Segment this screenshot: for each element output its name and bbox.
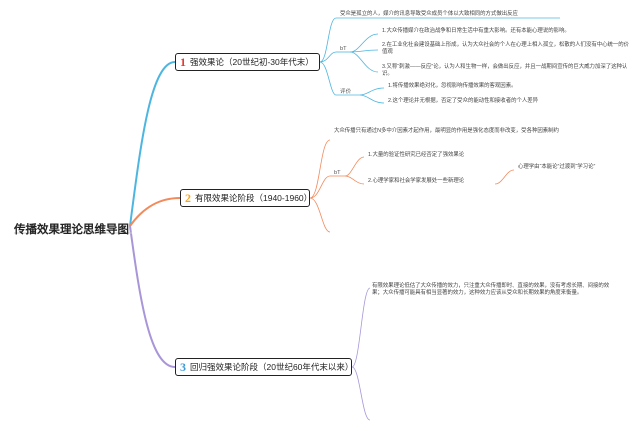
b2-bg-item-2: 2.心理学家和社会学家发展处一些新理论: [368, 178, 465, 184]
connector-b2-bg1: [344, 156, 365, 177]
connector-b2-sub: [494, 169, 515, 185]
b1-bg-item-1: 1.大众传播媒介在政治战争和日常生活中有重大影响。还有本能心理说的影响。: [382, 28, 570, 34]
connector-branch1: [129, 61, 176, 227]
b1-eval-item-1: 1.将传播效果绝对化，忽视影响传播效果的客观因素。: [388, 83, 517, 89]
connector-b2-summary: [309, 139, 331, 199]
b3-summary: 有限效果理论低估了大众传播的效力，只注重大众传播即时、直接的效果，没有考虑长期、…: [372, 283, 610, 297]
connector-b1-bg1: [349, 33, 379, 53]
connector-b1-bg2: [349, 49, 379, 53]
connector-b1-summary: [319, 17, 337, 63]
branch1-number: 1: [180, 54, 186, 69]
branch1-title: 强效果论（20世纪初-30年代末）: [190, 57, 314, 67]
connector-b2-bg2: [344, 175, 365, 185]
connector-b1-eval1: [359, 87, 385, 96]
b2-bg-label: bT: [334, 170, 341, 176]
branch1-node[interactable]: 1 强效果论（20世纪初-30年代末）: [175, 53, 320, 71]
b1-bg-label: bT: [340, 46, 347, 52]
connector-b1-bg3: [349, 51, 379, 73]
connector-b3-summary: [351, 287, 371, 368]
connector-b3-tail: [351, 366, 371, 421]
connector-b1-eval: [319, 61, 337, 96]
b2-bg-item-1: 1.大量的验证性研究已经否定了强效果论: [368, 152, 465, 158]
branch2-title: 有限效果论阶段（1940-1960）: [195, 193, 313, 203]
b1-bg-item-2: 2.在工业化社会建设基础上形成，认为大众社会的个人在心理上相入孤立，松散的人们没…: [382, 42, 630, 56]
connector-b1-bg: [319, 51, 337, 63]
branch3-node[interactable]: 3 回归强效果论阶段（20世纪60年代末以来）: [175, 358, 354, 376]
connector-b1-eval2: [359, 94, 385, 104]
root-title: 传播效果理论思维导图: [14, 224, 129, 236]
b1-eval-label: 评价: [340, 89, 352, 95]
connector-branch3: [129, 225, 176, 368]
b2-summary: 大众传播只有通过N多中介因素才起作用，最明显的作用是强化态度而非改变，受各种因素…: [334, 128, 559, 134]
connector-b2-tail: [309, 197, 331, 233]
branch3-title: 回归强效果论阶段（20世纪60年代末以来）: [190, 362, 354, 372]
b2-sub-item: 心理学由“本能论”过渡到“学习论”: [518, 164, 596, 170]
b1-summary: 受众是孤立的人，媒介的讯息导致受众成员个体以大致相同的方式做出反应: [340, 11, 518, 17]
connector-branch2: [129, 197, 181, 227]
connector-b2-bg: [309, 175, 331, 199]
branch2-node[interactable]: 2 有限效果论阶段（1940-1960）: [180, 189, 313, 207]
branch2-number: 2: [185, 190, 191, 205]
b1-eval-item-2: 2.这个理论并无根据，否定了受众的能动性和接收者的个人差异: [388, 98, 539, 104]
b1-bg-item-3: 3.又称“刺激——反应”论，认为人和生物一样，会做出反应，并且一战期间宣传的巨大…: [382, 64, 628, 78]
branch3-number: 3: [180, 359, 186, 374]
